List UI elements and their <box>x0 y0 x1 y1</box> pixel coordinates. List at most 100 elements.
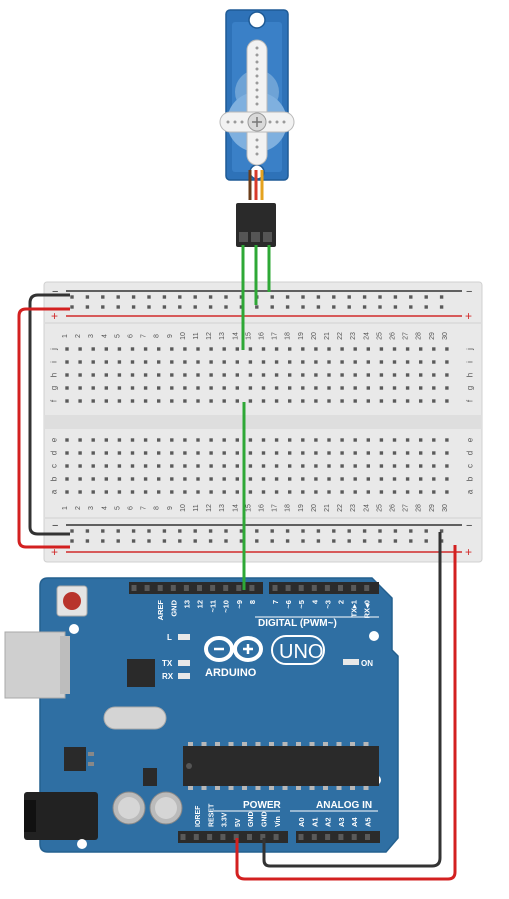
breadboard-hole[interactable] <box>314 360 318 364</box>
rail-hole[interactable] <box>393 539 398 543</box>
breadboard-hole[interactable] <box>196 477 200 481</box>
rail-hole[interactable] <box>85 305 90 309</box>
breadboard-hole[interactable] <box>301 477 305 481</box>
breadboard-hole[interactable] <box>432 464 436 468</box>
breadboard-hole[interactable] <box>104 464 108 468</box>
breadboard-hole[interactable] <box>143 347 148 351</box>
breadboard-hole[interactable] <box>222 464 226 468</box>
breadboard-hole[interactable] <box>301 490 305 494</box>
breadboard-hole[interactable] <box>248 399 253 403</box>
breadboard-hole[interactable] <box>196 360 200 364</box>
rail-hole[interactable] <box>147 305 151 309</box>
breadboard-hole[interactable] <box>143 490 148 494</box>
breadboard-hole[interactable] <box>261 373 266 377</box>
rail-hole[interactable] <box>270 529 274 533</box>
breadboard-hole[interactable] <box>353 373 357 377</box>
breadboard-hole[interactable] <box>327 490 331 494</box>
breadboard-hole[interactable] <box>235 451 239 455</box>
rail-hole[interactable] <box>239 539 244 543</box>
rail-hole[interactable] <box>131 529 136 533</box>
rail-hole[interactable] <box>116 539 120 543</box>
breadboard-hole[interactable] <box>301 464 305 468</box>
breadboard-hole[interactable] <box>91 373 95 377</box>
breadboard-hole[interactable] <box>314 373 318 377</box>
breadboard-hole[interactable] <box>91 386 95 390</box>
breadboard-hole[interactable] <box>170 386 174 390</box>
breadboard-hole[interactable] <box>432 451 436 455</box>
breadboard-hole[interactable] <box>91 438 95 442</box>
rail-hole[interactable] <box>301 295 305 299</box>
breadboard-hole[interactable] <box>261 399 266 403</box>
breadboard-hole[interactable] <box>405 438 410 442</box>
rail-hole[interactable] <box>362 539 367 543</box>
breadboard-hole[interactable] <box>340 373 344 377</box>
breadboard-hole[interactable] <box>78 360 82 364</box>
breadboard-hole[interactable] <box>248 477 253 481</box>
breadboard-hole[interactable] <box>209 464 213 468</box>
rail-hole[interactable] <box>409 539 413 543</box>
breadboard-hole[interactable] <box>327 373 331 377</box>
breadboard-hole[interactable] <box>419 360 423 364</box>
breadboard-hole[interactable] <box>366 451 370 455</box>
breadboard-hole[interactable] <box>274 399 279 403</box>
breadboard-hole[interactable] <box>170 464 174 468</box>
breadboard-hole[interactable] <box>117 386 122 390</box>
breadboard-hole[interactable] <box>143 399 148 403</box>
breadboard-hole[interactable] <box>379 399 384 403</box>
breadboard-hole[interactable] <box>235 490 239 494</box>
rail-hole[interactable] <box>162 539 167 543</box>
breadboard-hole[interactable] <box>222 477 226 481</box>
breadboard-hole[interactable] <box>65 477 69 481</box>
rail-hole[interactable] <box>193 305 197 309</box>
rail-hole[interactable] <box>439 529 444 533</box>
rail-hole[interactable] <box>70 295 74 299</box>
rail-hole[interactable] <box>270 305 274 309</box>
breadboard-hole[interactable] <box>248 373 253 377</box>
breadboard-hole[interactable] <box>432 490 436 494</box>
breadboard-hole[interactable] <box>301 451 305 455</box>
breadboard-hole[interactable] <box>340 386 344 390</box>
breadboard-hole[interactable] <box>104 477 108 481</box>
breadboard-hole[interactable] <box>183 477 187 481</box>
breadboard-hole[interactable] <box>248 490 253 494</box>
rail-hole[interactable] <box>285 305 290 309</box>
breadboard-hole[interactable] <box>183 464 187 468</box>
breadboard-hole[interactable] <box>353 477 357 481</box>
breadboard-hole[interactable] <box>235 438 239 442</box>
breadboard-hole[interactable] <box>432 399 436 403</box>
breadboard-hole[interactable] <box>235 373 239 377</box>
breadboard-hole[interactable] <box>261 360 266 364</box>
breadboard-hole[interactable] <box>379 451 384 455</box>
breadboard-hole[interactable] <box>261 451 266 455</box>
rail-hole[interactable] <box>239 295 244 299</box>
breadboard-hole[interactable] <box>91 451 95 455</box>
breadboard-hole[interactable] <box>288 373 292 377</box>
breadboard-hole[interactable] <box>170 451 174 455</box>
breadboard-hole[interactable] <box>445 360 449 364</box>
breadboard-hole[interactable] <box>405 451 410 455</box>
rail-hole[interactable] <box>316 539 321 543</box>
breadboard-hole[interactable] <box>157 490 161 494</box>
breadboard-hole[interactable] <box>196 399 200 403</box>
rail-hole[interactable] <box>316 529 321 533</box>
breadboard-hole[interactable] <box>235 464 239 468</box>
breadboard-hole[interactable] <box>117 490 122 494</box>
breadboard-hole[interactable] <box>130 451 135 455</box>
rail-hole[interactable] <box>193 539 197 543</box>
breadboard-hole[interactable] <box>170 347 174 351</box>
breadboard-hole[interactable] <box>104 386 108 390</box>
breadboard-hole[interactable] <box>419 347 423 351</box>
breadboard-hole[interactable] <box>130 477 135 481</box>
breadboard-hole[interactable] <box>235 477 239 481</box>
rail-hole[interactable] <box>162 305 167 309</box>
rail-hole[interactable] <box>224 295 228 299</box>
breadboard-hole[interactable] <box>117 347 122 351</box>
rail-hole[interactable] <box>208 529 213 533</box>
breadboard-hole[interactable] <box>432 373 436 377</box>
breadboard-hole[interactable] <box>209 490 213 494</box>
breadboard-hole[interactable] <box>327 399 331 403</box>
breadboard-hole[interactable] <box>301 373 305 377</box>
breadboard-hole[interactable] <box>405 477 410 481</box>
rail-hole[interactable] <box>162 295 167 299</box>
